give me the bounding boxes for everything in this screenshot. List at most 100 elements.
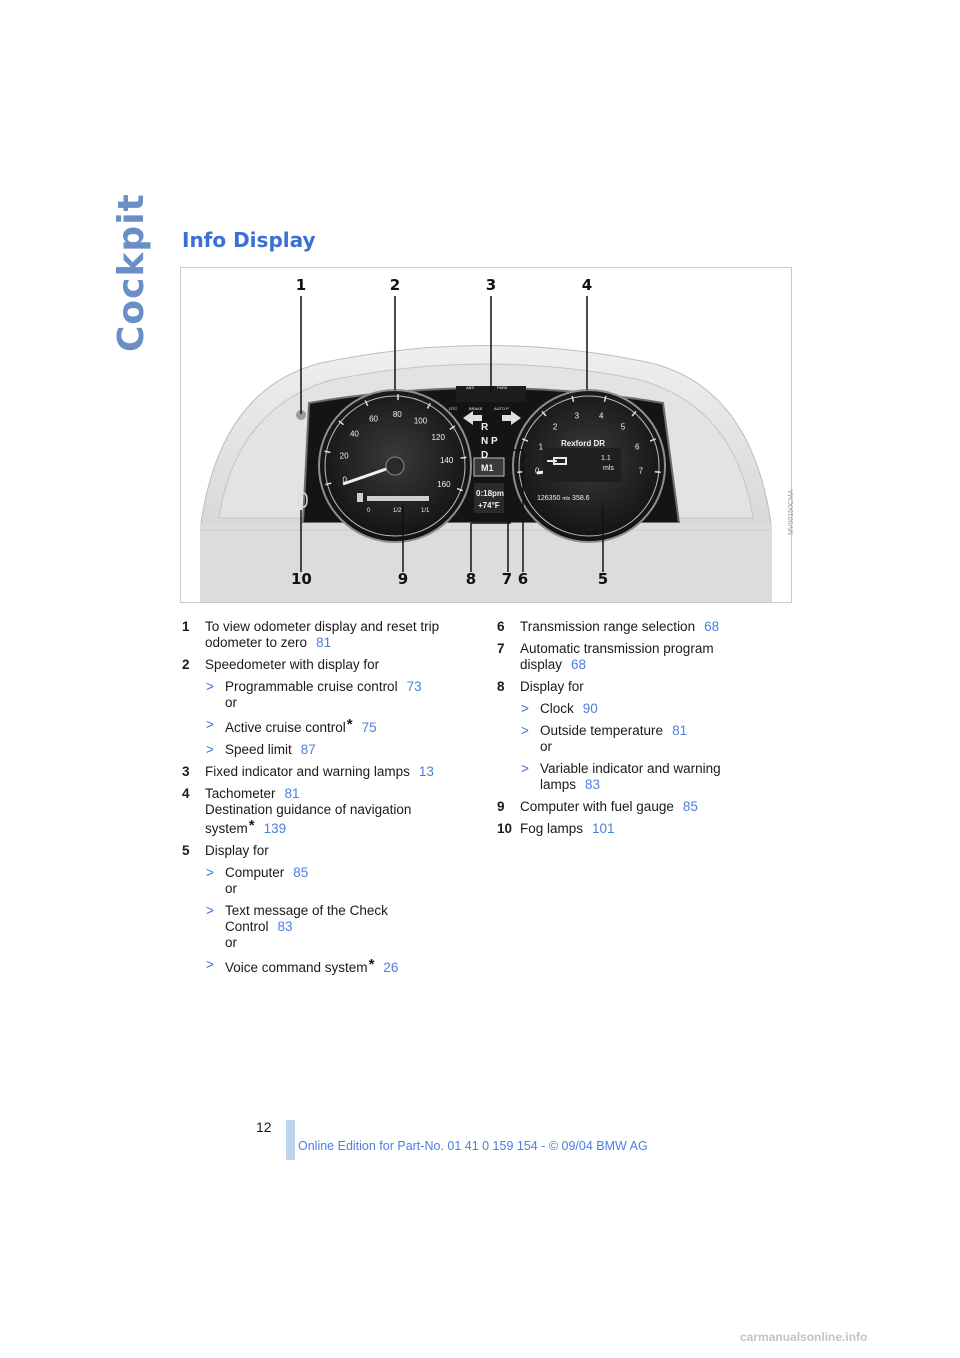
legend-text: Destination guidance of navigation — [205, 802, 412, 817]
dial-tick — [541, 410, 547, 417]
callout-5: 5 — [597, 570, 609, 588]
optional-equipment-star: * — [346, 716, 353, 733]
callout-1: 1 — [295, 276, 307, 294]
bullet-arrow-icon: > — [206, 742, 214, 757]
page-reference-link[interactable]: 85 — [682, 799, 698, 814]
dial-tick-label: 5 — [621, 423, 626, 432]
legend-number: 8 — [497, 679, 505, 694]
fuel-scale-label: 1/1 — [421, 508, 430, 514]
legend-text: Speedometer with display for — [205, 657, 380, 672]
dial-tick-label: 80 — [393, 410, 402, 419]
legend-item: 8 Display for — [497, 679, 787, 695]
dial-tick — [364, 400, 369, 407]
legend-number: 2 — [182, 657, 190, 672]
dial-tick-label: 6 — [635, 442, 640, 451]
page-reference-link[interactable]: 68 — [704, 619, 720, 634]
dial-tick-label: 40 — [350, 429, 359, 438]
bullet-arrow-icon: > — [206, 717, 214, 732]
dial-tick — [338, 420, 344, 426]
gear-letter: N P — [481, 436, 498, 447]
clock-display: 0:18pm — [476, 489, 504, 498]
temperature-display: +74°F — [478, 501, 500, 510]
legend-subtext: or — [225, 881, 238, 896]
footer-text: Online Edition for Part-No. 01 41 0 159 … — [298, 1139, 648, 1153]
legend-subtext: Voice command system*26 — [225, 956, 399, 976]
page-reference-link[interactable]: 81 — [316, 635, 332, 650]
nav-street: Rexford DR — [561, 439, 605, 448]
figure-code: MV00150CMA — [788, 489, 795, 535]
dial-tick — [654, 471, 661, 474]
watermark: carmanualsonline.info — [740, 1330, 868, 1344]
dial-tick — [460, 456, 467, 459]
dial-tick — [325, 482, 332, 486]
legend-subtext: or — [540, 739, 553, 754]
page-reference-link[interactable]: 73 — [406, 679, 422, 694]
dial-tick — [324, 450, 331, 454]
legend-text: Automatic transmission program — [520, 641, 714, 656]
legend-number: 9 — [497, 799, 505, 814]
bullet-arrow-icon: > — [521, 701, 529, 716]
page-heading: Info Display — [182, 228, 316, 252]
legend-number: 5 — [182, 843, 190, 858]
page-reference-link[interactable]: 90 — [582, 701, 598, 716]
dial-tick — [522, 438, 529, 442]
footer-bar — [286, 1120, 295, 1160]
dial-tick — [426, 402, 431, 409]
page-reference-link[interactable]: 26 — [383, 960, 399, 975]
legend-text: Display for — [520, 679, 584, 694]
page-reference-link[interactable]: 68 — [571, 657, 587, 672]
lamp-label: BRAKE — [469, 406, 483, 411]
bullet-arrow-icon: > — [206, 679, 214, 694]
nav-unit: mls — [603, 465, 614, 472]
bullet-arrow-icon: > — [206, 903, 214, 918]
dial-tick-label: 60 — [369, 415, 378, 424]
legend-item: 2 Speedometer with display for — [182, 657, 482, 673]
fuel-scale-label: 0 — [367, 508, 371, 514]
page-reference-link[interactable]: 139 — [263, 821, 287, 836]
page-reference-link[interactable]: 85 — [293, 865, 309, 880]
dial-tick — [603, 395, 607, 403]
page-reference-link[interactable]: 87 — [300, 742, 316, 757]
bullet-arrow-icon: > — [206, 957, 214, 972]
legend-number: 6 — [497, 619, 505, 634]
page-reference-link[interactable]: 13 — [418, 764, 434, 779]
page-reference-link[interactable]: 81 — [672, 723, 688, 738]
legend-text: system*139 — [205, 817, 287, 837]
legend-text: To view odometer display and reset trip — [205, 619, 440, 634]
page-reference-link[interactable]: 83 — [585, 777, 601, 792]
dial-tick-label: 0 — [535, 467, 540, 476]
callout-4: 4 — [581, 276, 593, 294]
dial-tick — [571, 395, 575, 403]
dial-tick — [631, 410, 637, 417]
page-reference-link[interactable]: 83 — [277, 919, 293, 934]
page-reference-link[interactable]: 101 — [592, 821, 615, 836]
fuel-scale-label: 1/2 — [393, 508, 402, 514]
lamp-label: DTC — [449, 406, 457, 411]
odometer-display: 126350 mls 358.6 — [537, 495, 590, 502]
callout-9: 9 — [397, 570, 409, 588]
callout-6: 6 — [517, 570, 529, 588]
lamp-label: PARK — [497, 385, 508, 390]
legend-subtext: Text message of the Check — [225, 903, 388, 918]
page-reference-link[interactable]: 81 — [284, 786, 300, 801]
page-reference-link[interactable]: 75 — [361, 720, 377, 735]
dial-tick-label: 0 — [343, 475, 348, 484]
